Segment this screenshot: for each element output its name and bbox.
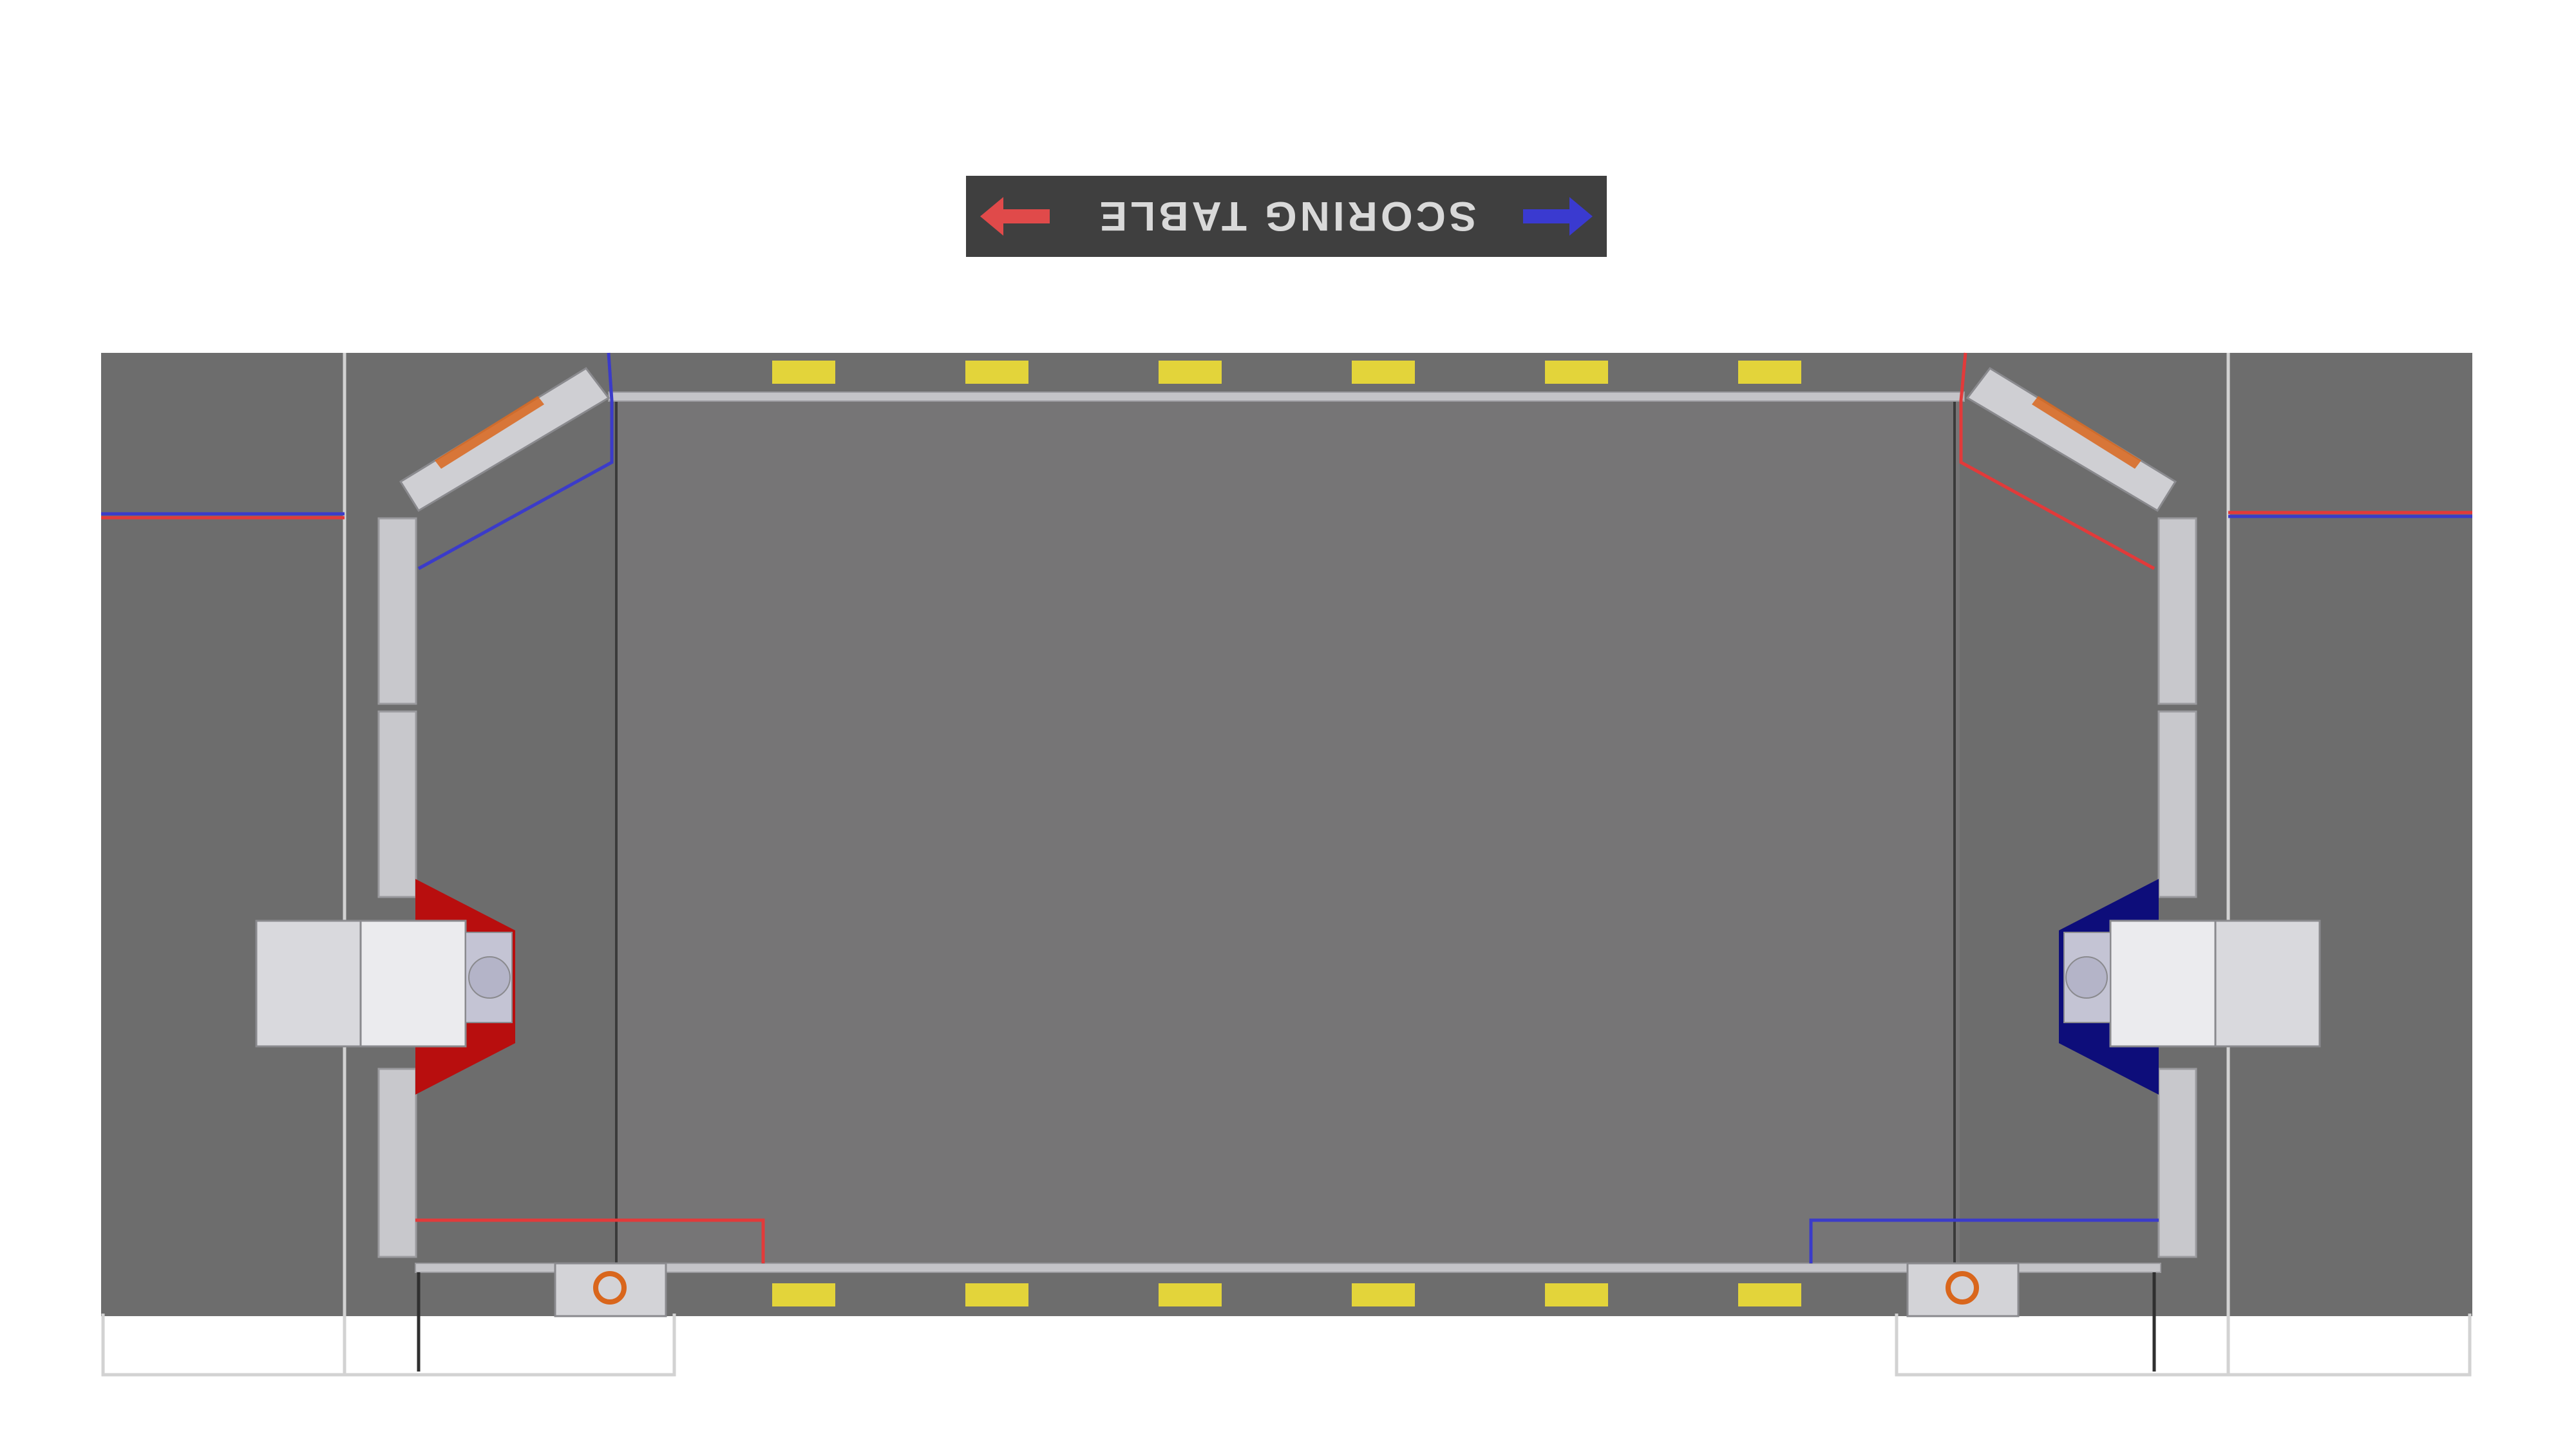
ring-stack-right <box>1906 1262 2020 1317</box>
alliance-lines <box>101 352 2472 1372</box>
scoring-table-banner: SCORING TABLE <box>966 176 1607 257</box>
yellow-marker-top-5 <box>1545 361 1608 384</box>
right-wall <box>2157 517 2197 1258</box>
rail-bottom <box>415 1263 2161 1273</box>
red-alliance-tower <box>255 879 515 1095</box>
yellow-marker-top-4 <box>1352 361 1415 384</box>
yellow-marker-bottom-2 <box>965 1283 1028 1306</box>
ramp-top-right <box>1965 367 2177 513</box>
yellow-marker-bottom-3 <box>1159 1283 1222 1306</box>
yellow-marker-bottom-5 <box>1545 1283 1608 1306</box>
outer-frame <box>101 353 2472 1377</box>
yellow-marker-bottom-1 <box>772 1283 835 1306</box>
yellow-markers <box>772 361 1801 1306</box>
rail-top <box>608 391 1965 402</box>
yellow-marker-bottom-4 <box>1352 1283 1415 1306</box>
playing-field <box>616 401 1960 1267</box>
blue-alliance-tower <box>2059 879 2321 1095</box>
left-wall <box>377 517 417 1258</box>
yellow-marker-top-2 <box>965 361 1028 384</box>
red-arrow-icon <box>980 197 1050 236</box>
yellow-marker-top-3 <box>1159 361 1222 384</box>
ring-stack-left <box>554 1262 667 1317</box>
yellow-marker-bottom-6 <box>1738 1283 1801 1306</box>
yellow-marker-top-1 <box>772 361 835 384</box>
yellow-marker-top-6 <box>1738 361 1801 384</box>
scoring-table-label: SCORING TABLE <box>1096 193 1477 240</box>
ramp-top-left <box>399 367 611 513</box>
blue-arrow-icon <box>1523 197 1593 236</box>
